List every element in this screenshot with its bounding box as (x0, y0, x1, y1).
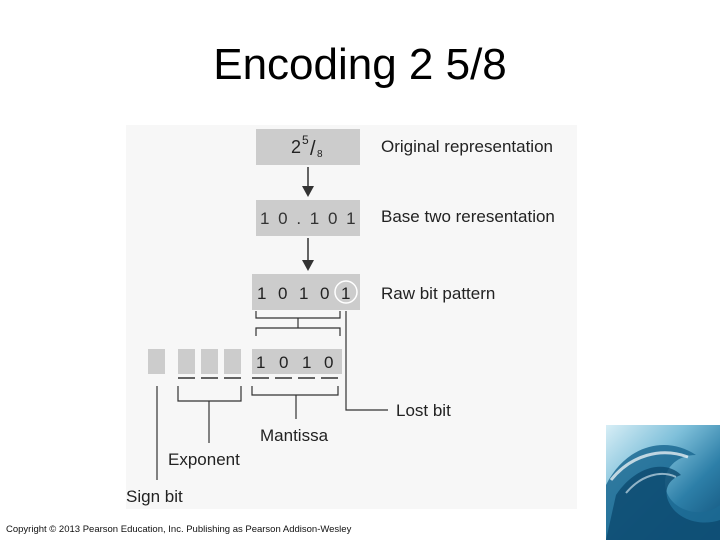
raw-bit: 1 (299, 284, 308, 303)
raw-bracket (255, 311, 341, 319)
down-arrow-icon (302, 186, 314, 197)
original-denominator: 8 (317, 149, 323, 160)
slide-title: Encoding 2 5/8 (213, 40, 507, 89)
original-whole: 2 (291, 137, 301, 157)
sign-bit-label: Sign bit (126, 487, 183, 506)
mantissa-bit: 1 (302, 353, 311, 372)
diagram-svg: 2 5 / 8 Original representation 1 0 . 1 … (126, 129, 555, 506)
original-box (256, 129, 360, 165)
raw-bit: 0 (278, 284, 287, 303)
lost-bit-circle (334, 280, 358, 304)
copyright-notice: Copyright © 2013 Pearson Education, Inc.… (6, 524, 352, 535)
wave-svg (606, 445, 720, 540)
raw-bit: 1 (341, 284, 350, 303)
exponent-cell (224, 349, 241, 374)
exponent-label: Exponent (168, 450, 240, 469)
mantissa-bit: 1 (256, 353, 265, 372)
original-label: Original representation (381, 137, 553, 156)
exponent-bracket (177, 386, 242, 402)
exponent-cell (201, 349, 218, 374)
base-two-value: 1 0 . 1 0 1 (260, 209, 358, 228)
mantissa-top-bracket (255, 327, 341, 336)
raw-bit-label: Raw bit pattern (381, 284, 495, 303)
raw-bit: 1 (257, 284, 266, 303)
raw-bit: 0 (320, 284, 329, 303)
raw-bit-box (252, 274, 360, 310)
encoding-diagram: 2 5 / 8 Original representation 1 0 . 1 … (126, 125, 577, 509)
mantissa-bit: 0 (279, 353, 288, 372)
original-slash: / (310, 138, 316, 160)
mantissa-cells (252, 349, 342, 374)
mantissa-label: Mantissa (260, 426, 329, 445)
mantissa-bracket (251, 386, 339, 396)
base-two-label: Base two reresentation (381, 207, 555, 226)
mantissa-bit: 0 (324, 353, 333, 372)
base-two-box (256, 200, 360, 236)
sign-cell (148, 349, 165, 374)
lost-bit-line (345, 311, 388, 411)
lost-bit-label: Lost bit (396, 401, 451, 420)
original-numerator: 5 (302, 133, 309, 147)
ocean-wave-image (606, 425, 720, 540)
down-arrow-icon (302, 260, 314, 271)
exponent-cell (178, 349, 195, 374)
